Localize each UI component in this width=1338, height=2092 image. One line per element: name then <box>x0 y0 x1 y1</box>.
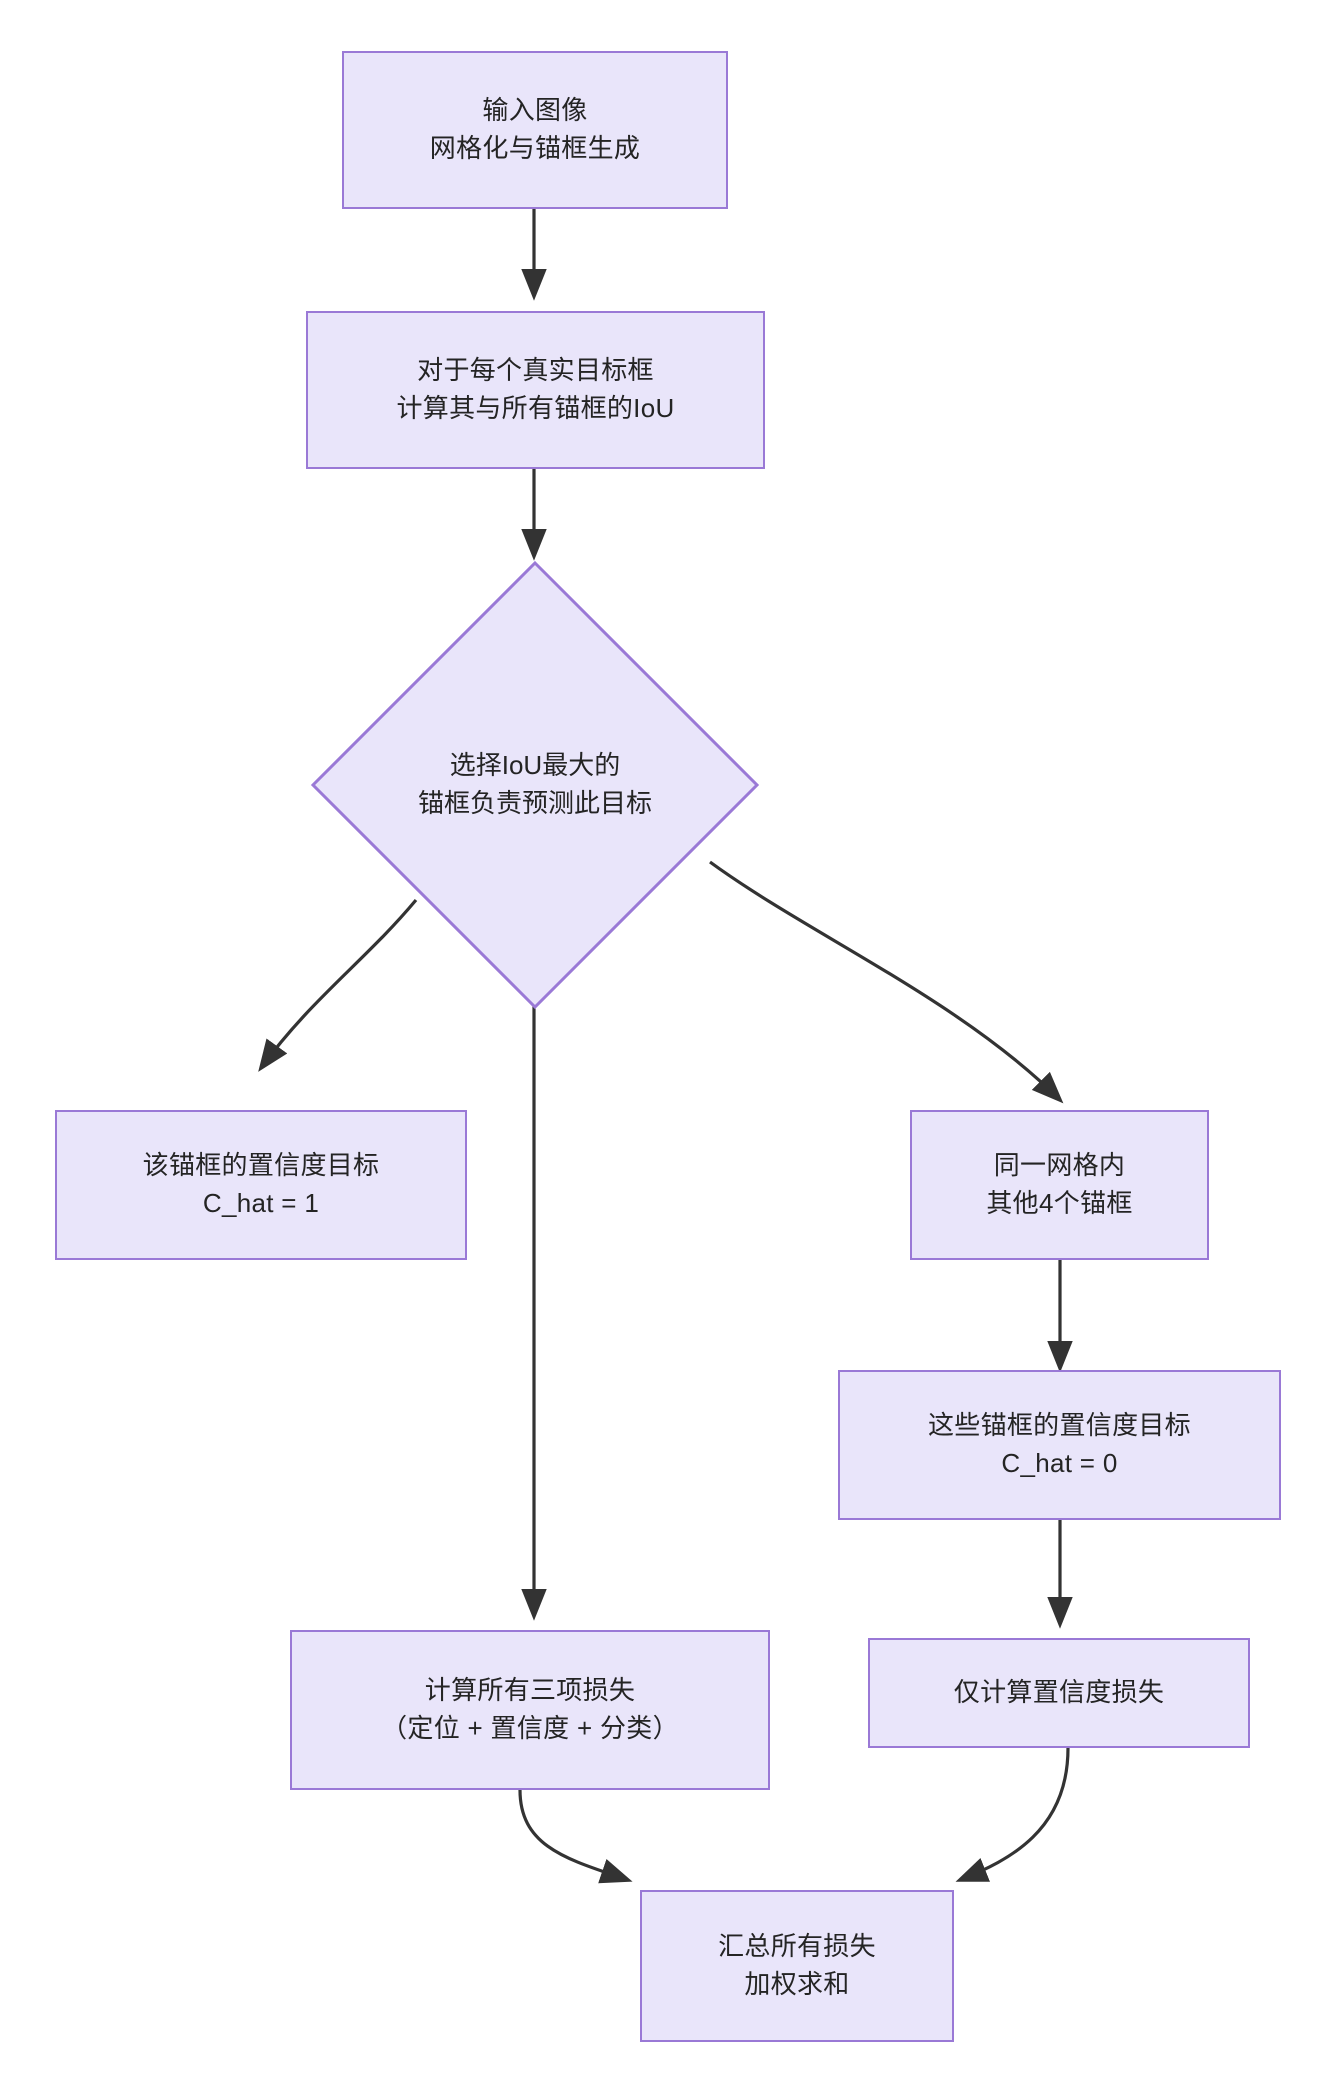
node-compute-iou-line1: 对于每个真实目标框 <box>417 355 654 386</box>
node-confidence-loss-only-line1: 仅计算置信度损失 <box>953 1677 1165 1708</box>
node-input-image-line2: 网格化与锚框生成 <box>429 133 641 163</box>
node-compute-all-three-losses[interactable]: 计算所有三项损失 （定位 + 置信度 + 分类） <box>290 1630 770 1790</box>
node-negative-anchor-confidence[interactable]: 这些锚框的置信度目标 C_hat = 0 <box>838 1370 1281 1520</box>
node-other-anchors-same-cell-line1: 同一网格内 <box>993 1150 1126 1181</box>
node-compute-iou-line2: 计算其与所有锚框的IoU <box>396 393 675 423</box>
node-compute-iou[interactable]: 对于每个真实目标框 计算其与所有锚框的IoU <box>306 311 765 469</box>
edge-n3-n4 <box>258 898 418 1072</box>
node-other-anchors-same-cell[interactable]: 同一网格内 其他4个锚框 <box>910 1110 1209 1260</box>
node-aggregate-losses-line1: 汇总所有损失 <box>718 1931 876 1962</box>
node-positive-anchor-confidence-line2: C_hat = 1 <box>202 1188 320 1218</box>
node-input-image[interactable]: 输入图像 网格化与锚框生成 <box>342 51 728 209</box>
node-aggregate-losses-line2: 加权求和 <box>744 1969 850 1999</box>
node-positive-anchor-confidence[interactable]: 该锚框的置信度目标 C_hat = 1 <box>55 1110 467 1260</box>
node-compute-all-three-losses-line2: （定位 + 置信度 + 分类） <box>381 1713 679 1743</box>
node-confidence-loss-only[interactable]: 仅计算置信度损失 <box>868 1638 1250 1748</box>
node-aggregate-losses[interactable]: 汇总所有损失 加权求和 <box>640 1890 954 2042</box>
node-positive-anchor-confidence-line1: 该锚框的置信度目标 <box>142 1150 380 1181</box>
edge-n8-n9 <box>955 1747 1070 1882</box>
node-input-image-line1: 输入图像 <box>482 95 588 126</box>
edge-n7-n9 <box>518 1789 633 1884</box>
node-other-anchors-same-cell-line2: 其他4个锚框 <box>986 1188 1133 1218</box>
edge-n3-n5 <box>709 860 1064 1104</box>
node-negative-anchor-confidence-line2: C_hat = 0 <box>1001 1448 1118 1478</box>
node-negative-anchor-confidence-line1: 这些锚框的置信度目标 <box>927 1410 1191 1441</box>
node-compute-all-three-losses-line1: 计算所有三项损失 <box>424 1675 636 1706</box>
